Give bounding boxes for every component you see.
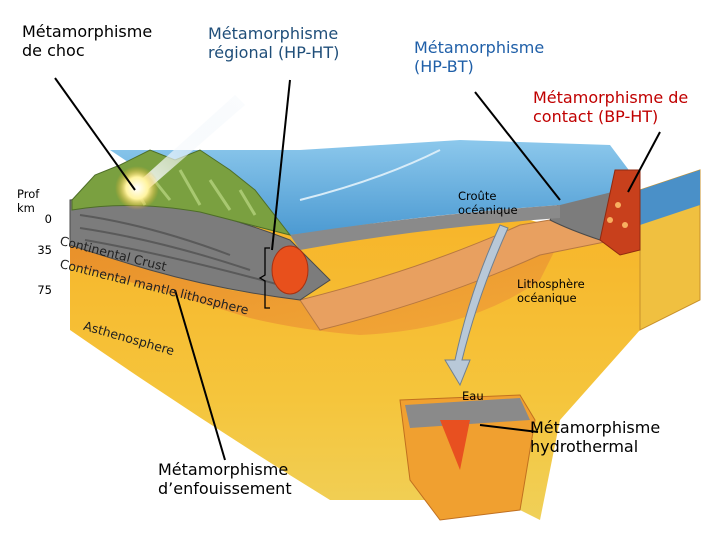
meteor-trail	[135, 95, 245, 192]
magma-chamber-left	[271, 245, 309, 295]
water-flow-arrow	[444, 224, 509, 387]
depth-tick-0: 0	[44, 212, 52, 226]
continental-mantle-lithosphere	[70, 240, 560, 335]
pointer-hpbt	[474, 91, 561, 201]
pointer-regional	[271, 79, 291, 251]
depth-tick-75: 75	[37, 283, 52, 297]
label-metamorphisme-choc: Métamorphisme de choc	[22, 22, 153, 61]
label-eau: Eau	[462, 389, 484, 403]
label-metamorphisme-enfouissement: Métamorphisme d’enfouissement	[158, 460, 292, 499]
label-metamorphisme-hydrothermal: Métamorphisme hydrothermal	[530, 418, 661, 457]
pointer-enfouissement	[174, 289, 226, 461]
depth-axis-title: Prof km	[17, 187, 40, 215]
label-croute-oceanique: Croûte océanique	[458, 189, 518, 217]
contact-volcano	[599, 169, 641, 256]
label-metamorphisme-contact: Métamorphisme de contact (BP-HT)	[533, 88, 689, 127]
right-side-ocean	[640, 170, 700, 225]
label-metamorphisme-hpbt: Métamorphisme (HP-BT)	[414, 38, 545, 77]
pointer-contact	[627, 131, 661, 193]
oceanic-crust-layer	[290, 205, 560, 250]
depth-tick-35: 35	[37, 243, 52, 257]
pointer-choc	[54, 77, 136, 191]
regional-brace	[258, 247, 270, 309]
label-metamorphisme-regional: Métamorphisme régional (HP-HT)	[208, 24, 340, 63]
label-lithosphere-oceanique: Lithosphère océanique	[517, 277, 585, 305]
pointer-hydrothermal	[479, 424, 539, 433]
